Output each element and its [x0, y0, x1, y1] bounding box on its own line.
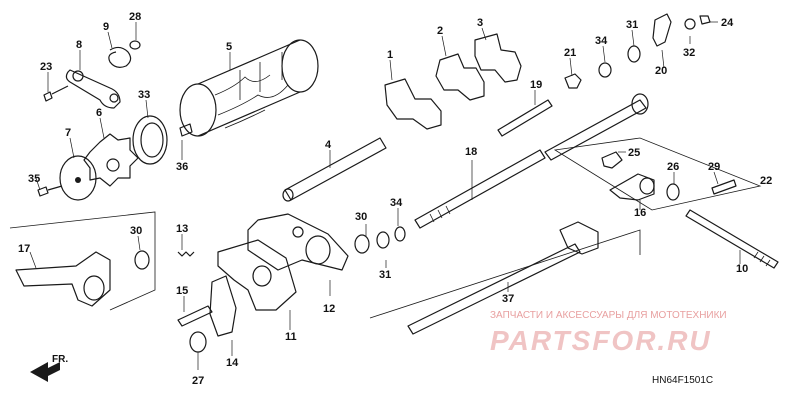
washer-26 — [666, 183, 680, 201]
bolt-29 — [711, 179, 737, 195]
front-marker: FR. — [52, 354, 68, 365]
leader-lines — [29, 21, 741, 370]
washer — [129, 40, 141, 50]
callout-29: 29 — [708, 161, 720, 173]
pin-15 — [177, 305, 213, 327]
nut-32 — [684, 18, 696, 30]
circlip-34-lower — [394, 226, 406, 242]
diagram-code: HN64F1501C — [652, 375, 713, 386]
front-arrow-icon — [30, 362, 60, 382]
callout-21: 21 — [564, 47, 576, 59]
callout-13: 13 — [176, 223, 188, 235]
callout-27: 27 — [192, 375, 204, 387]
watermark-tagline: ЗАПЧАСТИ И АКСЕССУАРЫ ДЛЯ МОТОТЕХНИКИ — [490, 310, 727, 321]
guide-plate — [247, 213, 349, 271]
spring-clip — [564, 73, 582, 89]
washer-27 — [189, 331, 207, 353]
stopper-bolt — [43, 85, 69, 102]
callout-5: 5 — [226, 41, 232, 53]
retainer-clip — [601, 151, 623, 169]
callout-14: 14 — [226, 357, 239, 369]
callout-15: 15 — [176, 285, 188, 297]
spring-13 — [177, 251, 195, 257]
callout-28: 28 — [129, 11, 141, 23]
callout-12: 12 — [323, 303, 335, 315]
callout-11: 11 — [285, 331, 297, 343]
callout-19: 19 — [530, 79, 542, 91]
callout-7: 7 — [65, 127, 71, 139]
callout-37: 37 — [502, 293, 514, 305]
shift-arm — [652, 13, 672, 47]
bolt — [37, 185, 63, 197]
washer-30-lower — [354, 234, 370, 254]
callout-20: 20 — [655, 65, 667, 77]
callout-10: 10 — [736, 263, 748, 275]
callout-1: 1 — [387, 49, 393, 61]
shift-drum-arm — [209, 275, 237, 337]
callout-33: 33 — [138, 89, 150, 101]
callout-17: 17 — [18, 243, 30, 255]
bottom-panel-outline — [369, 229, 641, 319]
stopper-arm — [65, 69, 121, 109]
selector-lever — [609, 173, 655, 201]
callout-30-lower: 30 — [355, 211, 367, 223]
callout-9: 9 — [103, 21, 109, 33]
shift-drum — [179, 39, 319, 137]
return-spring — [108, 46, 132, 68]
callout-26: 26 — [667, 161, 679, 173]
shift-lever-arm — [15, 251, 111, 307]
callout-23: 23 — [40, 61, 52, 73]
shift-disc — [59, 155, 97, 201]
callout-34-lower: 34 — [390, 197, 403, 209]
callout-32: 32 — [683, 47, 695, 59]
gearshift-spindle — [685, 209, 779, 269]
callout-4: 4 — [325, 139, 332, 151]
callout-24: 24 — [721, 17, 734, 29]
selector-shaft — [544, 99, 647, 161]
callout-36: 36 — [176, 161, 188, 173]
callout-34-upper: 34 — [595, 35, 608, 47]
oil-seal — [132, 115, 168, 165]
callout-16: 16 — [634, 207, 646, 219]
callout-8: 8 — [76, 39, 82, 51]
left-panel-outline — [9, 211, 156, 311]
cap-24 — [699, 15, 711, 25]
callout-3: 3 — [477, 17, 483, 29]
shift-spindle — [414, 149, 546, 229]
callout-31-lower: 31 — [379, 269, 391, 281]
washer-upper — [627, 45, 641, 63]
shift-fork-3 — [474, 33, 522, 83]
callout-31-upper: 31 — [626, 19, 638, 31]
dowel-pin — [179, 123, 193, 137]
callout-6: 6 — [96, 107, 102, 119]
watermark-brand: PARTSFOR.RU — [490, 325, 712, 356]
right-panel-outline — [553, 137, 762, 211]
fork-shaft-a — [284, 137, 387, 201]
fork-shaft-b — [407, 243, 581, 335]
callout-25: 25 — [628, 147, 640, 159]
callout-18: 18 — [465, 146, 477, 158]
washer-31-lower — [376, 231, 390, 249]
star-plate — [83, 133, 139, 187]
callout-2: 2 — [437, 25, 443, 37]
circlip-upper — [598, 62, 612, 78]
washer-30-left — [134, 250, 150, 270]
callout-numbers: 1 2 3 4 5 6 7 8 9 10 11 12 13 14 15 16 1… — [18, 11, 772, 387]
callout-22: 22 — [760, 175, 772, 187]
shift-fork-1 — [384, 78, 442, 130]
callout-35: 35 — [28, 173, 40, 185]
callout-30-left: 30 — [130, 225, 142, 237]
guide-pin — [497, 99, 553, 137]
shift-bracket — [217, 239, 297, 311]
shift-fork-2 — [435, 53, 485, 101]
